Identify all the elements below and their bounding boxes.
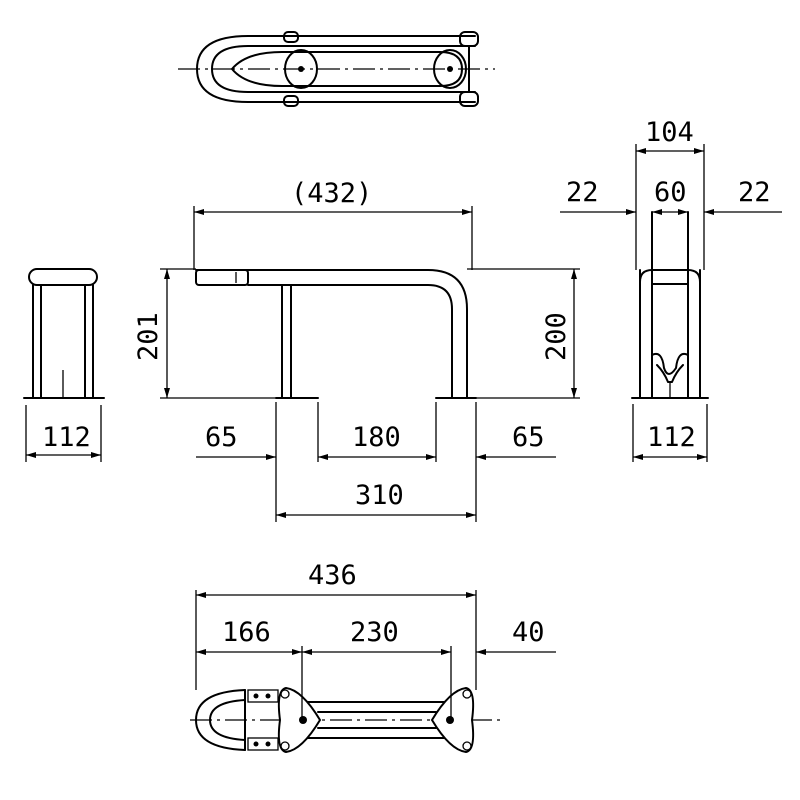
- top-view-post-bottom: [283, 95, 299, 107]
- dim-front-height-right: 200: [541, 312, 572, 361]
- front-view-rail-top: [195, 269, 468, 398]
- top-view-right-plate: [433, 49, 467, 89]
- top-view-left-bolt: [298, 66, 304, 72]
- dim-overall-length: (432): [291, 178, 372, 209]
- bottom-view-bolt-4: [265, 741, 271, 747]
- bottom-view-end-plate-top: [247, 689, 279, 703]
- dim-right-right: 22: [738, 177, 771, 208]
- dim-bottom-right: 40: [512, 617, 545, 648]
- bottom-view-right-hole-bottom: [462, 741, 472, 751]
- top-view-post-top: [283, 31, 299, 43]
- dim-bottom-left: 166: [222, 617, 271, 648]
- front-view-end-cap: [195, 269, 249, 286]
- bottom-view: 436 166 230 40: [190, 560, 556, 754]
- dim-bottom-total: 436: [308, 560, 357, 591]
- right-view-top-bend: [639, 269, 701, 283]
- right-side-view: 104 22 60 22 112: [560, 117, 782, 462]
- dim-front-base-length: 310: [355, 480, 404, 511]
- front-view: (432) 201 200 65 180 65 310: [133, 178, 580, 522]
- bottom-view-bolt-3: [253, 741, 259, 747]
- dim-right-side-width: 112: [647, 422, 696, 453]
- bottom-view-end-plate-bottom: [247, 737, 279, 751]
- top-view-right-bolt: [447, 66, 453, 72]
- front-view-rail-bottom: [247, 284, 453, 398]
- dim-right-left: 22: [566, 177, 599, 208]
- left-view-top-rail: [28, 268, 98, 286]
- top-view-rail-inner: [211, 45, 476, 93]
- top-view: [178, 31, 495, 107]
- bottom-view-right-hole-top: [462, 689, 472, 699]
- dim-front-height-left: 201: [133, 312, 164, 361]
- top-view-left-plate: [284, 49, 318, 89]
- left-side-view: 112: [23, 268, 105, 462]
- bottom-view-u-inner: [209, 699, 246, 741]
- top-view-slot: [231, 51, 463, 87]
- top-view-end-cap-bottom: [459, 91, 479, 107]
- right-view-hook-outer: [651, 352, 689, 375]
- dim-right-total: 104: [645, 117, 694, 148]
- dim-front-right-offset: 65: [512, 422, 545, 453]
- dim-front-left-offset: 65: [205, 422, 238, 453]
- bottom-view-left-hole-top: [280, 689, 290, 699]
- bottom-view-bolt-2: [265, 693, 271, 699]
- top-view-rail-outer: [196, 35, 476, 103]
- dim-right-mid: 60: [654, 177, 687, 208]
- dim-bottom-mid: 230: [350, 617, 399, 648]
- bottom-view-right-post: [446, 716, 454, 724]
- bottom-view-bolt-1: [253, 693, 259, 699]
- top-view-end-cap-top: [459, 31, 479, 47]
- bottom-view-u-outer: [195, 689, 246, 751]
- bottom-view-left-hole-bottom: [280, 741, 290, 751]
- bottom-view-left-post: [299, 716, 307, 724]
- dim-left-side-width: 112: [42, 422, 91, 453]
- dim-front-post-spacing: 180: [352, 422, 401, 453]
